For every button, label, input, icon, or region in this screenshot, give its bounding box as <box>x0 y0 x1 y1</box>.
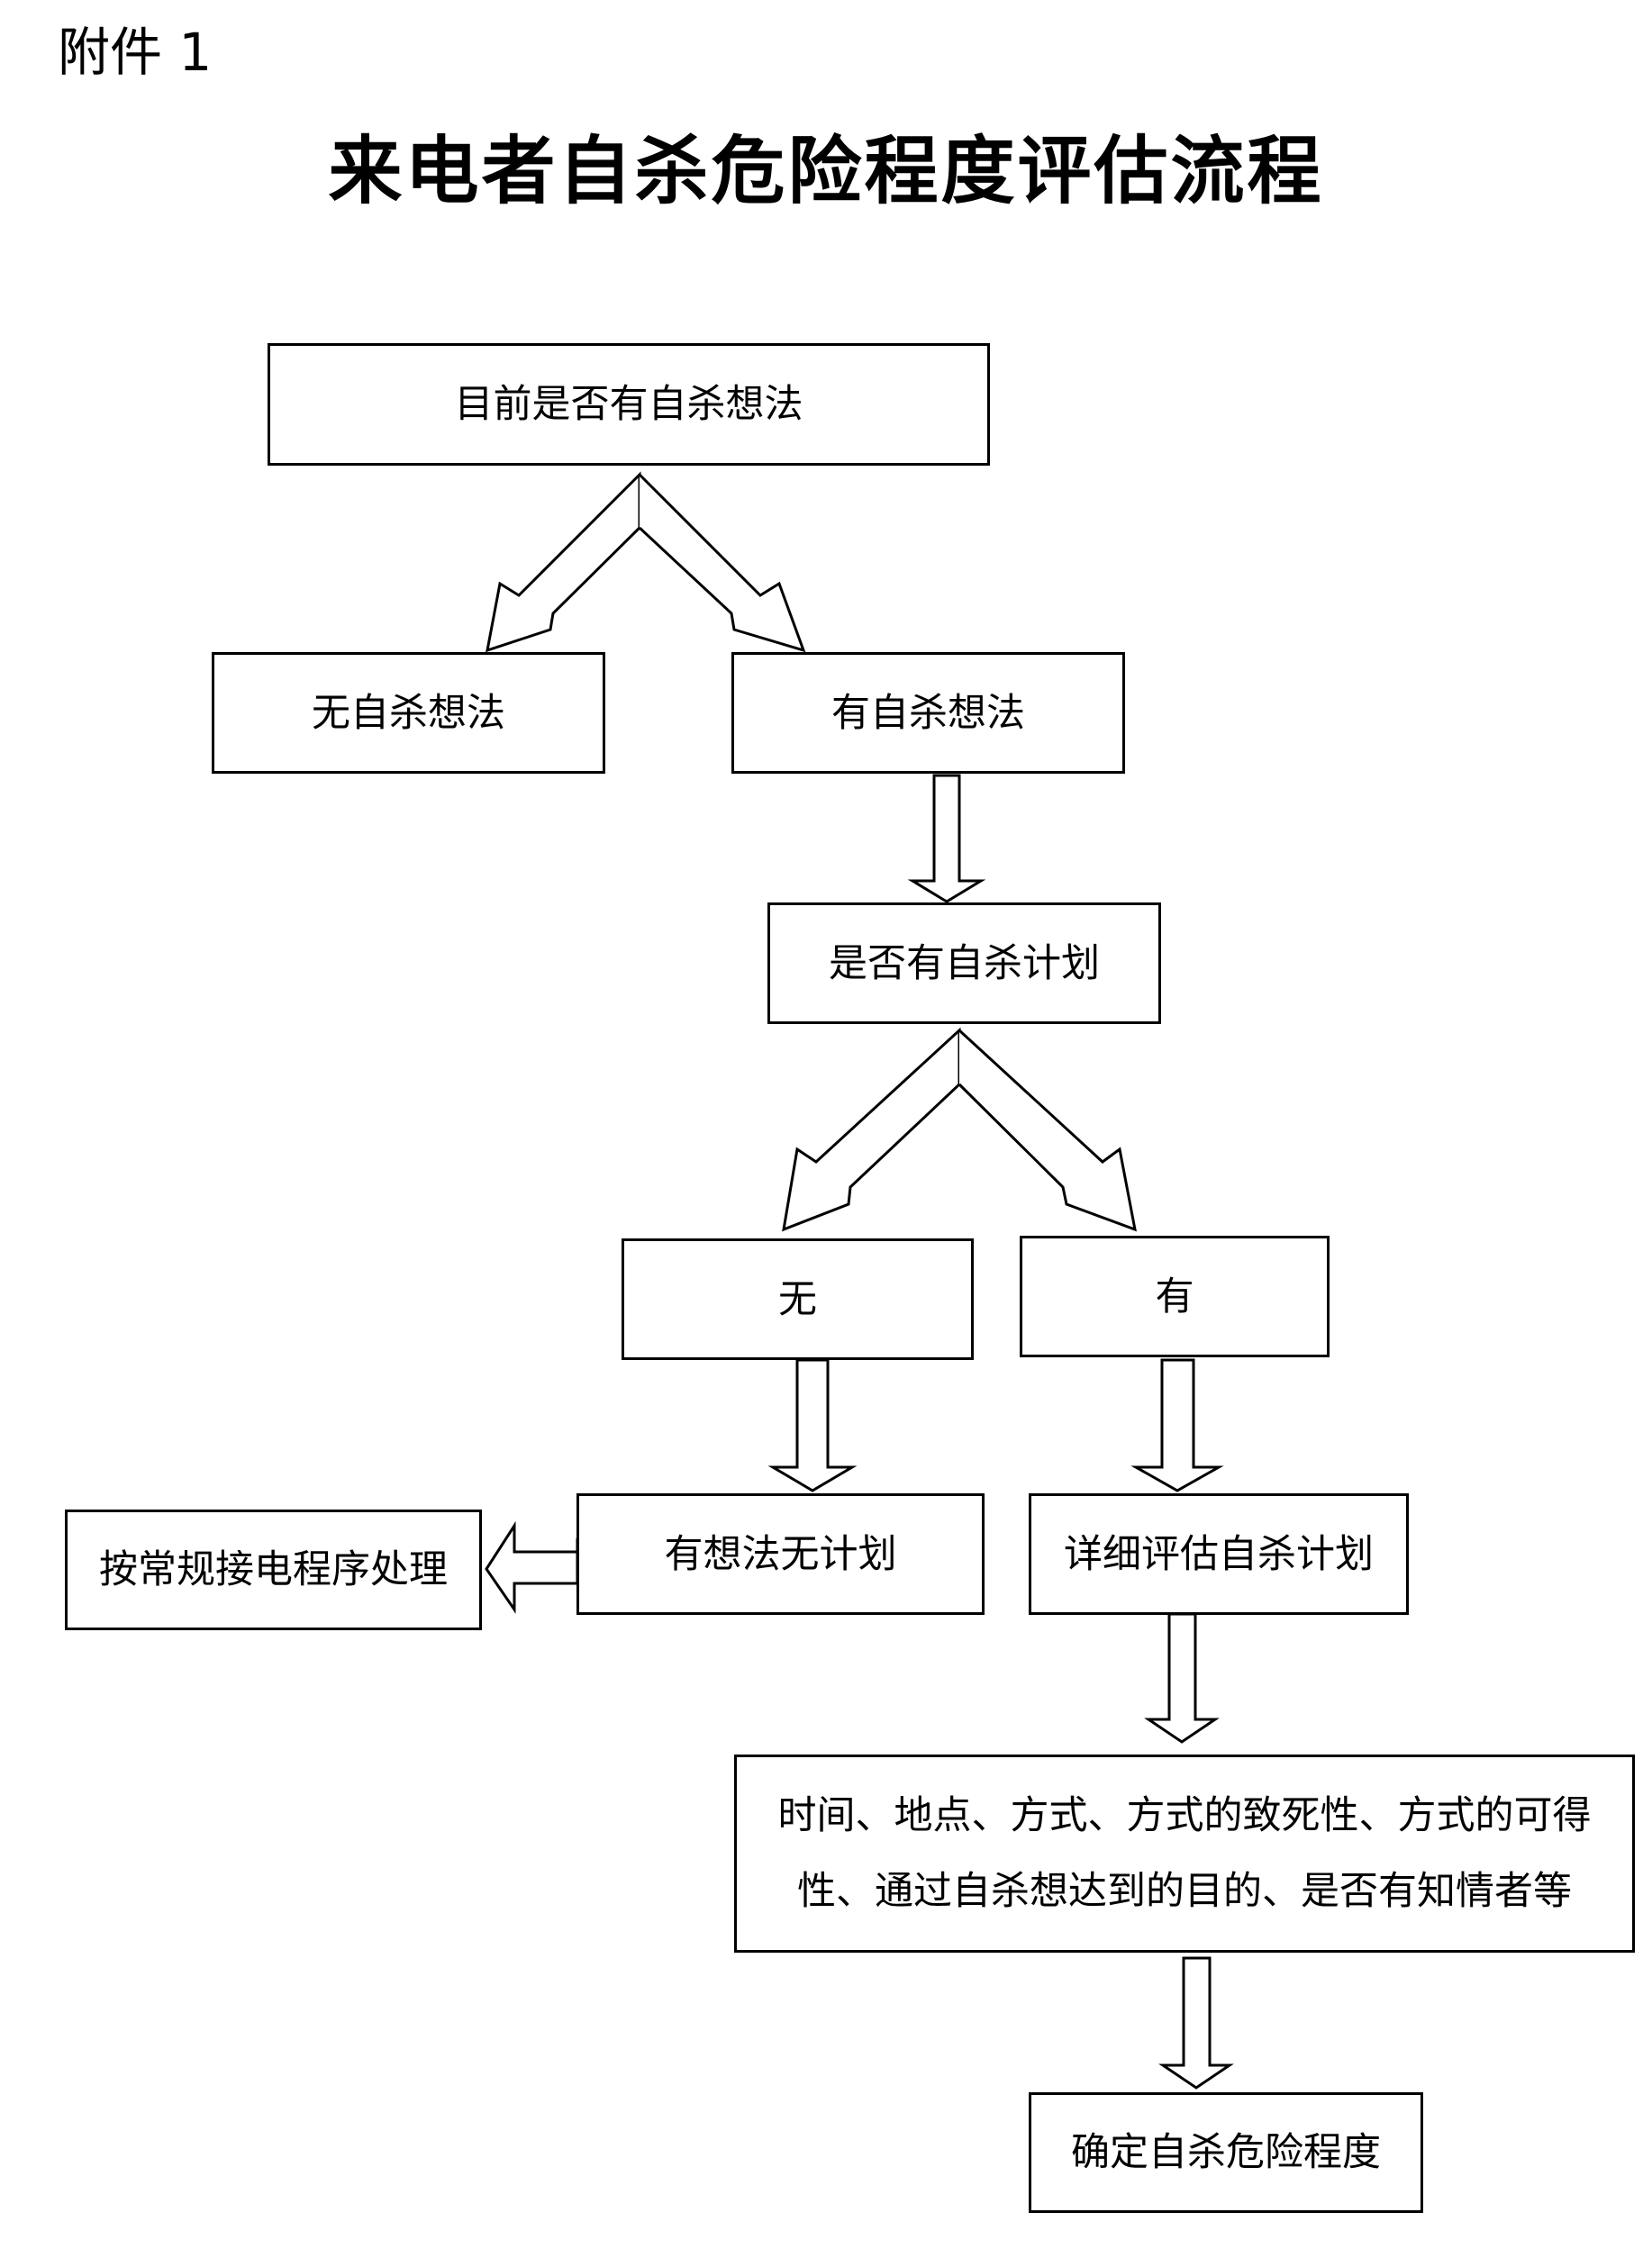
left-arrow-routine <box>485 1520 579 1614</box>
down-arrow-thoughts <box>907 774 986 903</box>
plan-details-text: 时间、地点、方式、方式的致死性、方式的可得性、通过自杀想达到的目的、是否有知情者… <box>777 1793 1592 1914</box>
node-current-suicidal-thoughts: 目前是否有自杀想法 <box>268 343 990 466</box>
node-has-plan: 有 <box>1020 1236 1330 1357</box>
attachment-label: 附件 1 <box>58 22 213 83</box>
node-evaluate-plan: 详细评估自杀计划 <box>1029 1493 1409 1615</box>
node-no-plan: 无 <box>622 1238 974 1360</box>
page-title: 来电者自杀危险程度评估流程 <box>328 128 1324 214</box>
node-determine-risk-level: 确定自杀危险程度 <box>1029 2092 1423 2213</box>
node-thought-no-plan: 有想法无计划 <box>576 1493 985 1615</box>
branch-arrow-left <box>486 471 641 653</box>
node-plan-details: 时间、地点、方式、方式的致死性、方式的可得性、通过自杀想达到的目的、是否有知情者… <box>734 1755 1635 1953</box>
node-has-suicidal-thoughts: 有自杀想法 <box>731 652 1125 774</box>
node-no-suicidal-thoughts: 无自杀想法 <box>212 652 605 774</box>
node-routine-procedure: 按常规接电程序处理 <box>65 1510 482 1630</box>
down-arrow-evaluate <box>1144 1612 1220 1744</box>
branch-arrow-right <box>638 473 806 653</box>
node-suicide-plan-question: 是否有自杀计划 <box>767 902 1161 1024</box>
down-arrow-has-plan <box>1130 1358 1224 1492</box>
down-arrow-details <box>1158 1956 1234 2090</box>
branch-arrow-plan-left <box>782 1027 961 1232</box>
down-arrow-no-plan <box>767 1358 858 1492</box>
branch-arrow-plan-right <box>958 1029 1137 1232</box>
